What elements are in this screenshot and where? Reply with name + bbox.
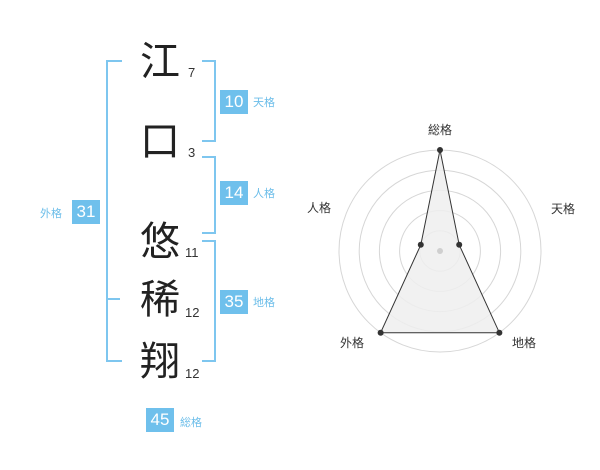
name-char-1: 江 xyxy=(140,39,180,85)
name-char-3: 悠 xyxy=(140,219,180,265)
soukaku-value-badge: 45 xyxy=(146,408,174,432)
gaikaku-bracket-tick xyxy=(106,298,120,300)
radar-axis-label-chikaku: 地格 xyxy=(512,336,537,350)
radar-center-dot xyxy=(437,248,443,254)
chikaku-label: 地格 xyxy=(253,296,275,309)
stroke-count-3: 11 xyxy=(185,245,199,260)
gaikaku-bracket xyxy=(106,60,122,362)
chikaku-bracket xyxy=(202,240,216,362)
radar-point-1 xyxy=(437,147,443,153)
radar-axis-label-gaikaku: 外格 xyxy=(340,336,365,350)
chikaku-value-badge: 35 xyxy=(220,290,248,314)
jinkaku-value-badge: 14 xyxy=(220,181,248,205)
radar-point-2 xyxy=(456,241,463,248)
gaikaku-label: 外格 xyxy=(40,207,62,220)
tenkaku-bracket xyxy=(202,60,216,142)
stroke-count-4: 12 xyxy=(185,305,200,320)
soukaku-label: 総格 xyxy=(180,416,202,429)
name-char-4: 稀 xyxy=(140,277,180,323)
radar-axis-label-jinkaku: 人格 xyxy=(307,201,332,215)
radar-point-4 xyxy=(377,329,384,336)
radar-axis-label-tenkaku: 天格 xyxy=(551,202,576,216)
tenkaku-label: 天格 xyxy=(253,96,275,109)
stroke-count-1: 7 xyxy=(188,65,196,80)
jinkaku-label: 人格 xyxy=(253,187,275,200)
tenkaku-value-badge: 10 xyxy=(220,90,248,114)
radar-point-5 xyxy=(417,241,424,248)
name-char-2: 口 xyxy=(140,119,180,165)
stroke-count-2: 3 xyxy=(188,145,196,160)
stroke-count-5: 12 xyxy=(185,366,200,381)
name-char-5: 翔 xyxy=(140,339,180,385)
radar-axis-label-soukaku: 総格 xyxy=(428,123,453,137)
radar-series-polygon xyxy=(379,149,501,334)
radar-point-3 xyxy=(496,329,503,336)
jinkaku-bracket xyxy=(202,156,216,234)
gaikaku-value-badge: 31 xyxy=(72,200,100,224)
